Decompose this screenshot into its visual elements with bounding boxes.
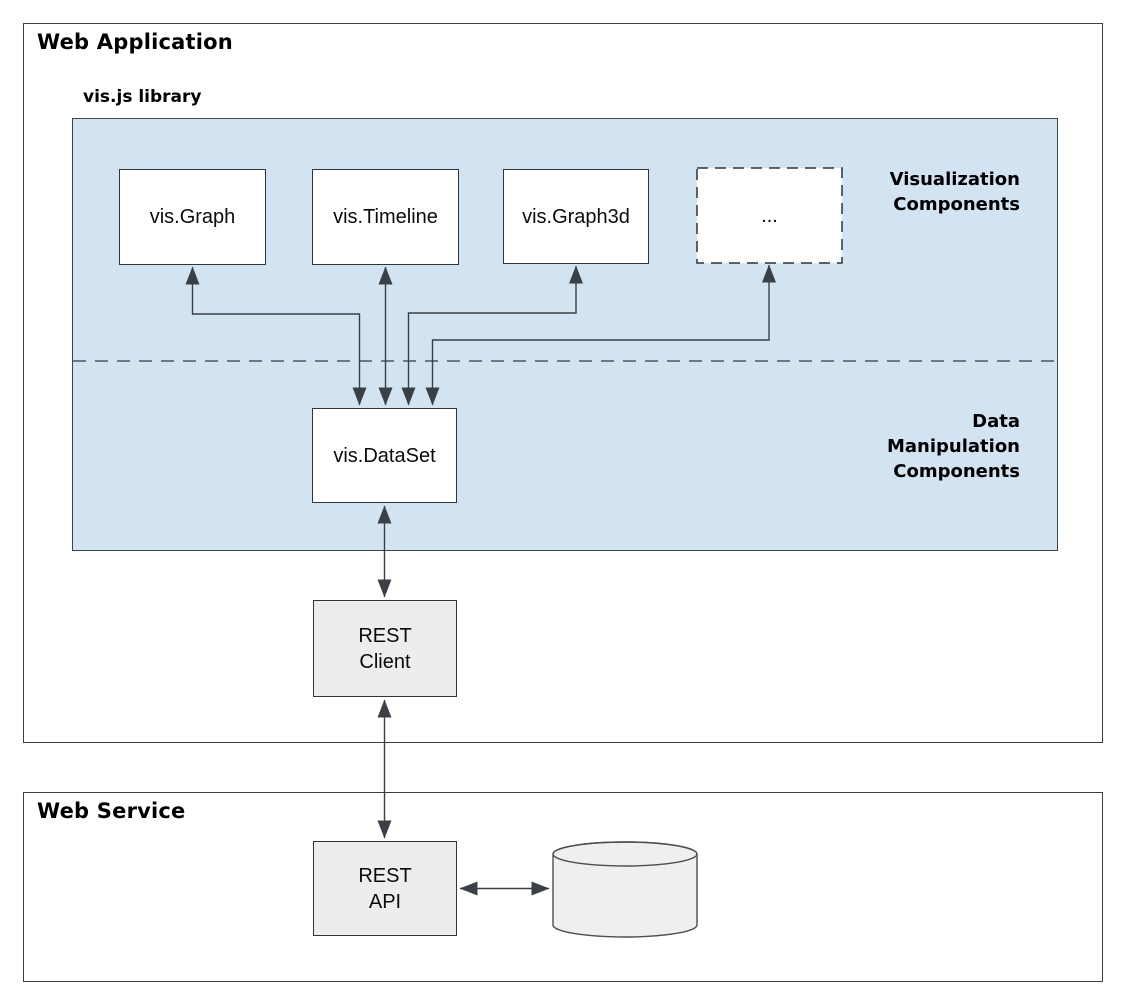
data-manipulation-components-label: Data Manipulation Components	[886, 411, 1020, 482]
box-rest-client-label: REST Client	[358, 624, 412, 673]
web-service-title: Web Service	[37, 799, 186, 823]
box-more-components: ...	[697, 168, 842, 263]
box-rest-api-label: REST API	[358, 864, 412, 913]
box-vis-dataset: vis.DataSet	[312, 408, 457, 503]
box-vis-dataset-label: vis.DataSet	[333, 444, 436, 467]
visualization-components-label: Visualization Components	[889, 169, 1020, 215]
box-vis-timeline: vis.Timeline	[312, 169, 459, 265]
box-vis-graph3d: vis.Graph3d	[503, 169, 649, 264]
box-rest-client: REST Client	[313, 600, 457, 697]
box-more-components-label: ...	[761, 204, 778, 227]
box-vis-graph: vis.Graph	[119, 169, 266, 265]
web-application-title: Web Application	[37, 30, 233, 54]
box-vis-graph3d-label: vis.Graph3d	[522, 205, 630, 228]
box-rest-api: REST API	[313, 841, 457, 936]
vis-js-library-label: vis.js library	[83, 87, 202, 107]
data-store-label: Data	[601, 879, 649, 904]
box-vis-timeline-label: vis.Timeline	[333, 206, 438, 228]
box-vis-graph-label: vis.Graph	[149, 206, 236, 228]
